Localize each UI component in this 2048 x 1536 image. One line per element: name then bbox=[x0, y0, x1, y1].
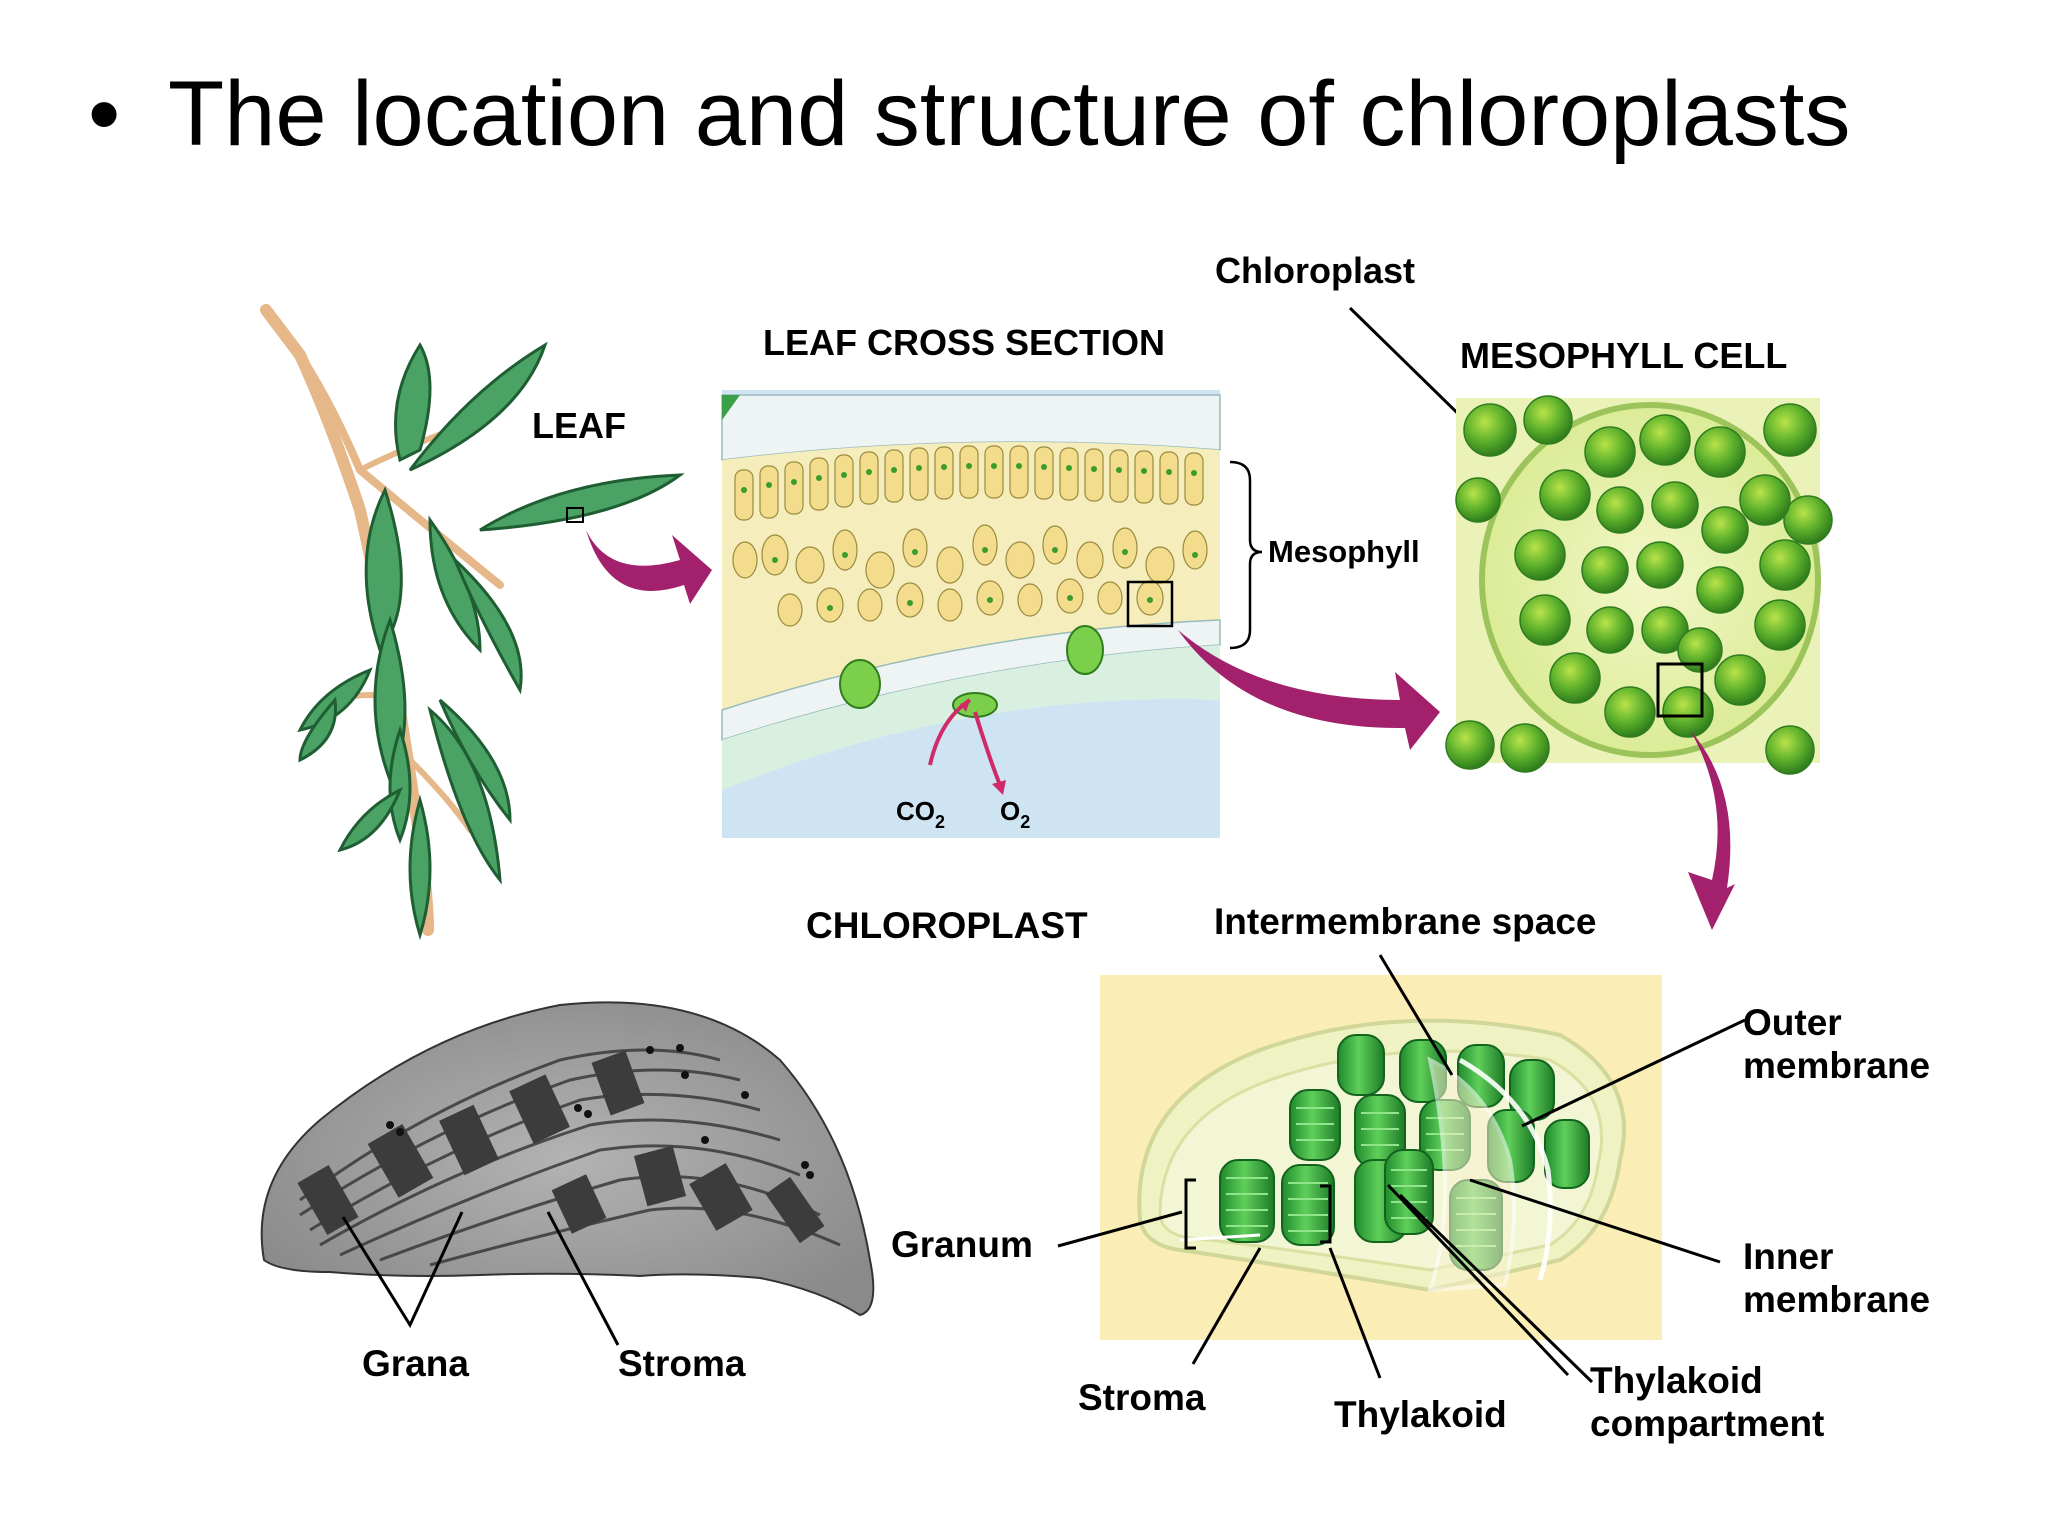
mesophyll-brace bbox=[1229, 460, 1263, 650]
chloroplast-micrograph bbox=[260, 1001, 875, 1317]
leaf bbox=[408, 341, 548, 472]
leaf bbox=[337, 786, 403, 853]
mesophyll-label: Mesophyll bbox=[1268, 534, 1420, 569]
micrograph-grana-label: Grana bbox=[362, 1343, 469, 1384]
leaf-branch-illustration: LEAF bbox=[260, 304, 685, 941]
chloroplast-granules bbox=[1445, 395, 1833, 775]
leaf-label: LEAF bbox=[532, 405, 626, 446]
diagram-leader-lines bbox=[1057, 954, 1746, 1384]
arrow-leaf-to-section bbox=[586, 530, 712, 604]
micrograph-dots bbox=[386, 1044, 814, 1179]
leaf bbox=[364, 486, 403, 654]
o2-arrow bbox=[973, 711, 1002, 786]
stroma-label: Stroma bbox=[1078, 1377, 1206, 1418]
leaf bbox=[453, 558, 523, 695]
leaf bbox=[427, 705, 502, 885]
leaf bbox=[408, 794, 432, 941]
stomata bbox=[839, 625, 1104, 718]
chloroplast-callout: Chloroplast bbox=[1215, 250, 1415, 291]
chloroplast-3d-diagram bbox=[1100, 975, 1662, 1340]
o2-label: O2 bbox=[1000, 796, 1030, 832]
leaf bbox=[388, 725, 412, 845]
micrograph-leader-lines bbox=[341, 1211, 620, 1346]
thylakoid-bands bbox=[299, 1048, 841, 1267]
mesophyll-cell-title: MESOPHYLL CELL bbox=[1460, 335, 1787, 376]
arrow-section-to-cell bbox=[1178, 630, 1440, 750]
leaf bbox=[298, 696, 338, 763]
granum-bracket bbox=[1184, 1178, 1196, 1250]
chloroplast-title: CHLOROPLAST bbox=[806, 905, 1088, 946]
leaves bbox=[297, 341, 685, 941]
bullet-icon: • bbox=[88, 63, 121, 165]
title-text: The location and structure of chloroplas… bbox=[168, 63, 1851, 165]
micrograph-stroma-label: Stroma bbox=[618, 1343, 746, 1384]
leaf bbox=[394, 342, 432, 463]
cross-section-title: LEAF CROSS SECTION bbox=[763, 322, 1165, 363]
mesophyll-zoom-box bbox=[1126, 580, 1174, 628]
chloroplast-zoom-box bbox=[1656, 662, 1704, 718]
slide-title: • The location and structure of chloropla… bbox=[88, 62, 1850, 168]
co2-label: CO2 bbox=[896, 796, 945, 832]
arrow-cell-to-chloroplast bbox=[1688, 730, 1735, 930]
leaf-zoom-box bbox=[566, 507, 584, 523]
leaf bbox=[479, 473, 685, 532]
mesophyll-cell-photo bbox=[1445, 395, 1833, 775]
leaf-cross-section-illustration bbox=[721, 390, 1221, 838]
chloroplast-dots bbox=[741, 463, 1198, 611]
granum-label: Granum bbox=[891, 1224, 1033, 1265]
thylakoid-label: Thylakoid bbox=[1334, 1394, 1507, 1435]
intermembrane-label: Intermembrane space bbox=[1214, 901, 1597, 942]
granum-bracket-right bbox=[1320, 1184, 1332, 1244]
